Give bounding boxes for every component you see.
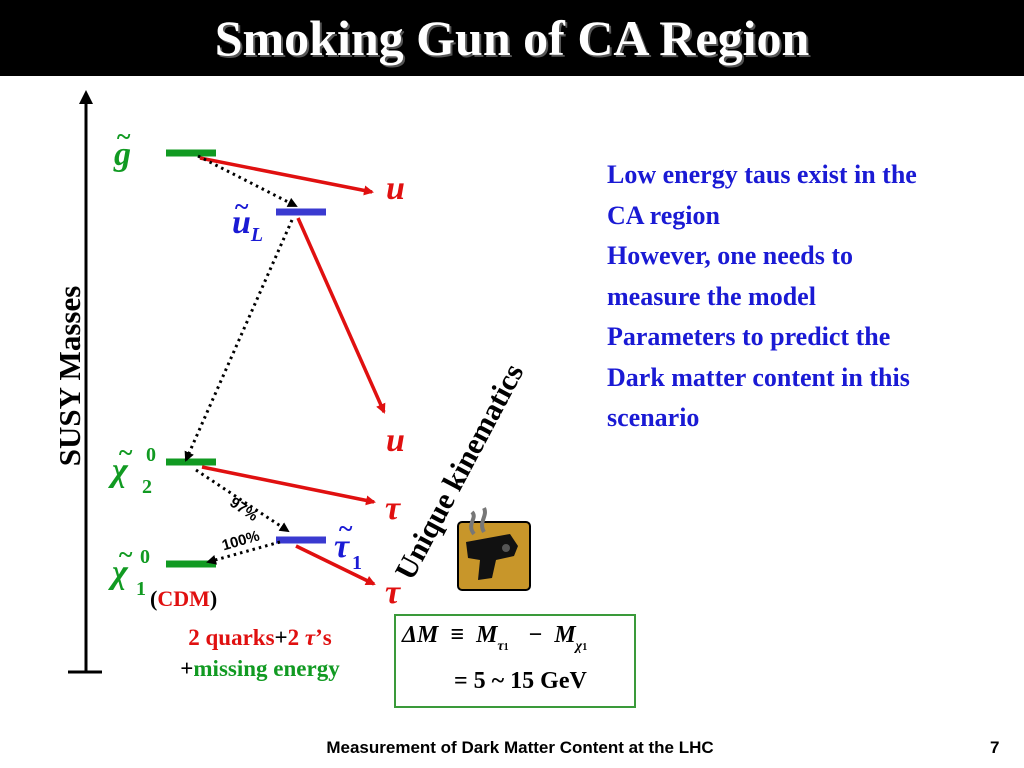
formula-line-2: = 5 ~ 15 GeV <box>454 668 587 694</box>
summary-missing-energy: missing energy <box>193 656 340 681</box>
neutralino1-label: ~ χ 0 1 <box>112 540 150 600</box>
squark-tilde: ~ <box>234 192 249 221</box>
summary-quarks: 2 quarks <box>188 625 275 650</box>
mass-difference-formula: ΔM ≡ Mτ1 − Mχ1 = 5 ~ 15 GeV <box>394 614 636 708</box>
arrow-neutralino2-to-tau <box>201 465 376 506</box>
stau-tilde: ~ <box>338 514 353 543</box>
cdm-text: CDM <box>157 586 210 611</box>
cdm-label: (CDM) <box>150 586 217 612</box>
neutralino1-superscript: 0 <box>140 546 150 568</box>
note-line-5: Parameters to predict the <box>607 322 891 351</box>
explanation-note: Low energy taus exist in the CA region H… <box>607 155 1017 439</box>
neutralino2-subscript: 2 <box>142 476 152 498</box>
summary-taus-num: 2 <box>287 625 305 650</box>
stau-symbol: τ <box>334 528 350 565</box>
summary-line-2: +missing energy <box>130 653 390 684</box>
cdm-close-paren: ) <box>209 586 218 611</box>
arrow-stau-to-tau <box>295 544 376 586</box>
page-number: 7 <box>990 738 1000 757</box>
note-line-4: measure the model <box>607 281 816 311</box>
summary-taus-suffix: ’s <box>315 625 332 650</box>
dotted-gluino-to-squark <box>197 154 298 208</box>
gluino-symbol: g <box>114 136 131 173</box>
note-line-1: Low energy taus exist in the <box>607 160 917 189</box>
note-line-6: Dark matter content in this <box>607 362 910 392</box>
formula-m-neutralino-sub: χ1 <box>575 639 588 654</box>
product-tau-2: τ <box>385 574 401 611</box>
footer-title: Measurement of Dark Matter Content at th… <box>326 738 714 757</box>
dotted-squark-to-neutralino2 <box>184 219 294 462</box>
note-line-2: CA region <box>607 200 720 230</box>
summary-plus-2: + <box>180 656 194 681</box>
neutralino2-tilde: ~ <box>118 438 133 467</box>
formula-delta-m: ΔM <box>402 622 439 648</box>
formula-m-stau: M <box>476 622 498 648</box>
slide-title: Smoking Gun of CA Region <box>214 10 810 66</box>
dotted-neutralino2-to-stau <box>195 468 290 533</box>
summary-taus-symbol: τ <box>304 625 316 650</box>
summary-line-1: 2 quarks+2 τ’s <box>130 622 390 653</box>
arrow-squark-to-u <box>296 217 386 414</box>
neutralino1-symbol: χ <box>112 554 128 591</box>
gluino-label: ~ g <box>114 122 131 173</box>
neutralino2-superscript: 0 <box>146 444 156 466</box>
stau-subscript: 1 <box>352 552 362 574</box>
neutralino2-symbol: χ <box>112 452 128 489</box>
susy-masses-axis-label: SUSY Masses <box>52 285 87 467</box>
product-u-1: u <box>386 170 405 207</box>
arrow-gluino-to-u <box>199 156 374 196</box>
formula-line-1: ΔM ≡ Mτ1 − Mχ1 <box>402 622 587 655</box>
signature-summary: 2 quarks+2 τ’s +missing energy <box>130 622 390 684</box>
note-line-3: However, one needs to <box>607 241 854 270</box>
squark-subscript: L <box>250 224 264 246</box>
cdm-open-paren: ( <box>150 586 158 611</box>
formula-m-stau-sub: τ1 <box>497 639 509 654</box>
smoking-gun-icon <box>457 507 531 591</box>
summary-plus: + <box>274 625 288 650</box>
neutralino1-subscript: 1 <box>136 578 146 600</box>
title-bar <box>0 0 1024 76</box>
neutralino2-label: ~ χ 0 2 <box>112 438 156 498</box>
squark-symbol: u <box>232 204 251 241</box>
formula-equiv: ≡ <box>450 622 465 648</box>
squark-label: ~ uL <box>232 192 264 252</box>
product-tau-1: τ <box>385 490 401 527</box>
stau-label: ~ τ 1 <box>334 514 362 574</box>
formula-minus: − <box>528 622 543 648</box>
formula-m-neutralino: M <box>554 622 576 648</box>
gluino-tilde: ~ <box>116 122 131 151</box>
note-line-7: scenario <box>607 403 700 432</box>
product-u-2: u <box>386 422 405 459</box>
neutralino1-tilde: ~ <box>118 540 133 569</box>
